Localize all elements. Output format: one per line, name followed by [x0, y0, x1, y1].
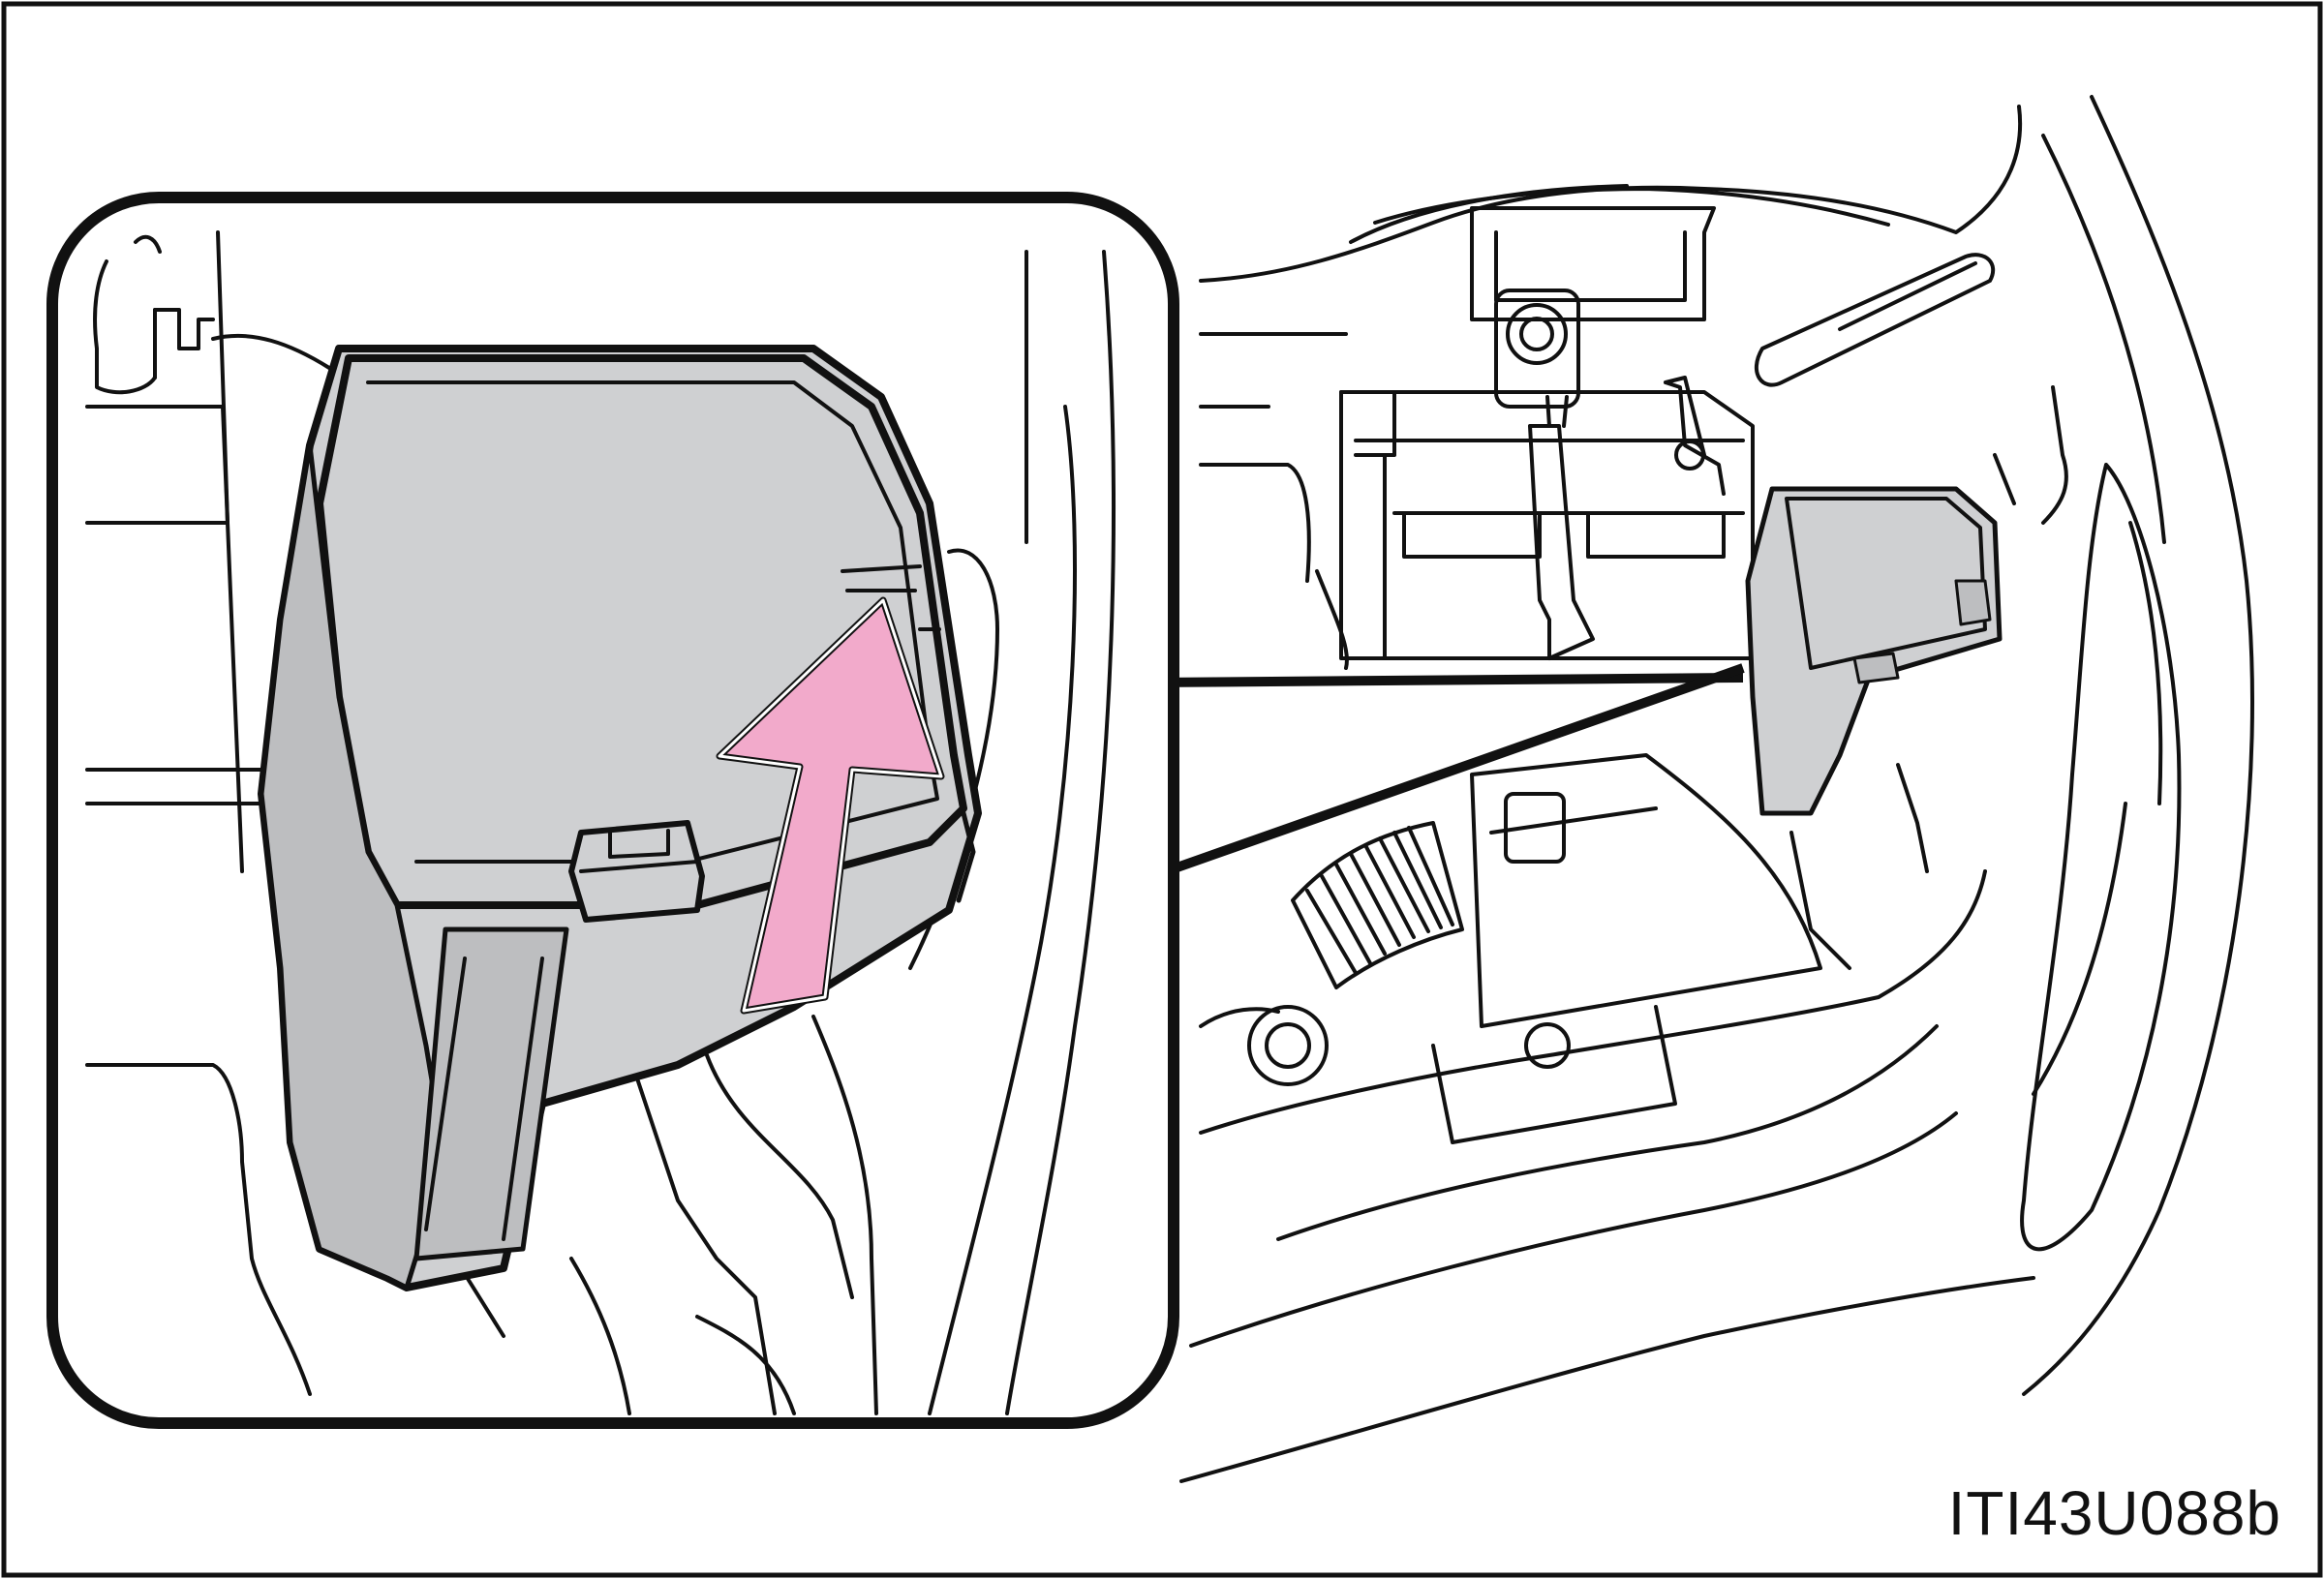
bumper-edge	[1276, 1024, 1939, 1241]
hood-latch-bolt	[1524, 1022, 1571, 1069]
cowl-outline	[1199, 105, 2023, 283]
cowl-seal	[1373, 187, 1890, 227]
positive-cable	[1664, 376, 1726, 496]
headlight-inner	[2041, 134, 2166, 544]
fuse-box-bracket	[1789, 763, 1929, 970]
radiator-cap-inner	[1265, 1022, 1311, 1069]
terminal-nut	[134, 234, 162, 380]
headlight-lens	[2020, 463, 2182, 1252]
battery-label-right	[1586, 511, 1726, 559]
left-panel-low	[85, 1063, 312, 1396]
headlight-lens-detail	[2032, 521, 2163, 1096]
left-panel-mid	[85, 768, 278, 805]
fuse-box-leg-lines	[424, 957, 544, 1241]
center-bracket	[1470, 206, 1716, 321]
fuse-box-bracket-leg	[413, 926, 569, 1261]
center-bracket-inner	[1494, 230, 1687, 302]
sensor-connector	[1504, 792, 1566, 864]
left-vertical-rail	[216, 230, 244, 873]
right-body-curve	[928, 405, 1077, 1415]
right-body-curve-2	[1005, 250, 1116, 1415]
fuse-box-side-face	[259, 442, 448, 1291]
right-inner-lines	[1993, 385, 2068, 525]
duct-ribs	[1305, 826, 1454, 975]
reservoir-body	[1494, 288, 1580, 409]
battery-outline	[1339, 390, 1755, 660]
battery-clamp-rod	[1545, 395, 1569, 428]
fuse-box-notch	[841, 564, 941, 631]
air-cleaner-lid-line	[1489, 806, 1658, 835]
lift-arrow-halo	[718, 598, 943, 1013]
air-cleaner-box	[1470, 753, 1822, 1028]
battery-clamp	[1528, 424, 1595, 660]
fuse-box-overview-lid	[1785, 497, 1987, 670]
terminal-cable	[211, 333, 331, 370]
battery-side-lines	[1339, 453, 1387, 660]
bumper-top-line	[1189, 1111, 1958, 1348]
fuse-box-overview	[1745, 486, 2003, 816]
fuse-box-overview-tab	[1852, 652, 1900, 684]
fuse-box-overview-side	[1954, 579, 1992, 626]
strut-brace	[1755, 253, 1996, 387]
fuse-box-latch-detail	[579, 829, 699, 873]
reservoir-cap-inner	[1519, 317, 1554, 351]
battery-terminal-left	[1339, 390, 1396, 457]
inset-background-parts	[85, 230, 1116, 1415]
battery-label-left	[1402, 511, 1542, 559]
fuse-box-lid-bevel	[366, 380, 939, 864]
bracket-lower	[627, 1053, 854, 1415]
front-panel-lower	[1179, 1276, 2035, 1483]
radiator-support	[1199, 869, 1987, 1135]
hood-latch-area	[1431, 1005, 1677, 1144]
radiator-cap	[1247, 1005, 1329, 1086]
positive-terminal	[1674, 440, 1705, 471]
fuse-box-right-edge	[956, 810, 976, 903]
reservoir-cap	[1506, 303, 1568, 365]
radiator-hose	[1199, 1007, 1280, 1028]
up-arrow-icon	[716, 596, 945, 1015]
left-fender-line	[1199, 332, 1348, 583]
headlight-outer	[2022, 95, 2254, 1396]
closeup-inset	[46, 192, 1179, 1429]
air-intake-duct	[1291, 821, 1464, 989]
callout-line-lower	[1150, 663, 1745, 881]
figure-code: ITI43U088b	[1947, 1478, 2281, 1548]
cable-run	[811, 1015, 878, 1415]
strut-brace-line	[1838, 261, 1977, 331]
left-inner-line	[1315, 569, 1349, 670]
engine-compartment-overview	[1179, 95, 2254, 1483]
